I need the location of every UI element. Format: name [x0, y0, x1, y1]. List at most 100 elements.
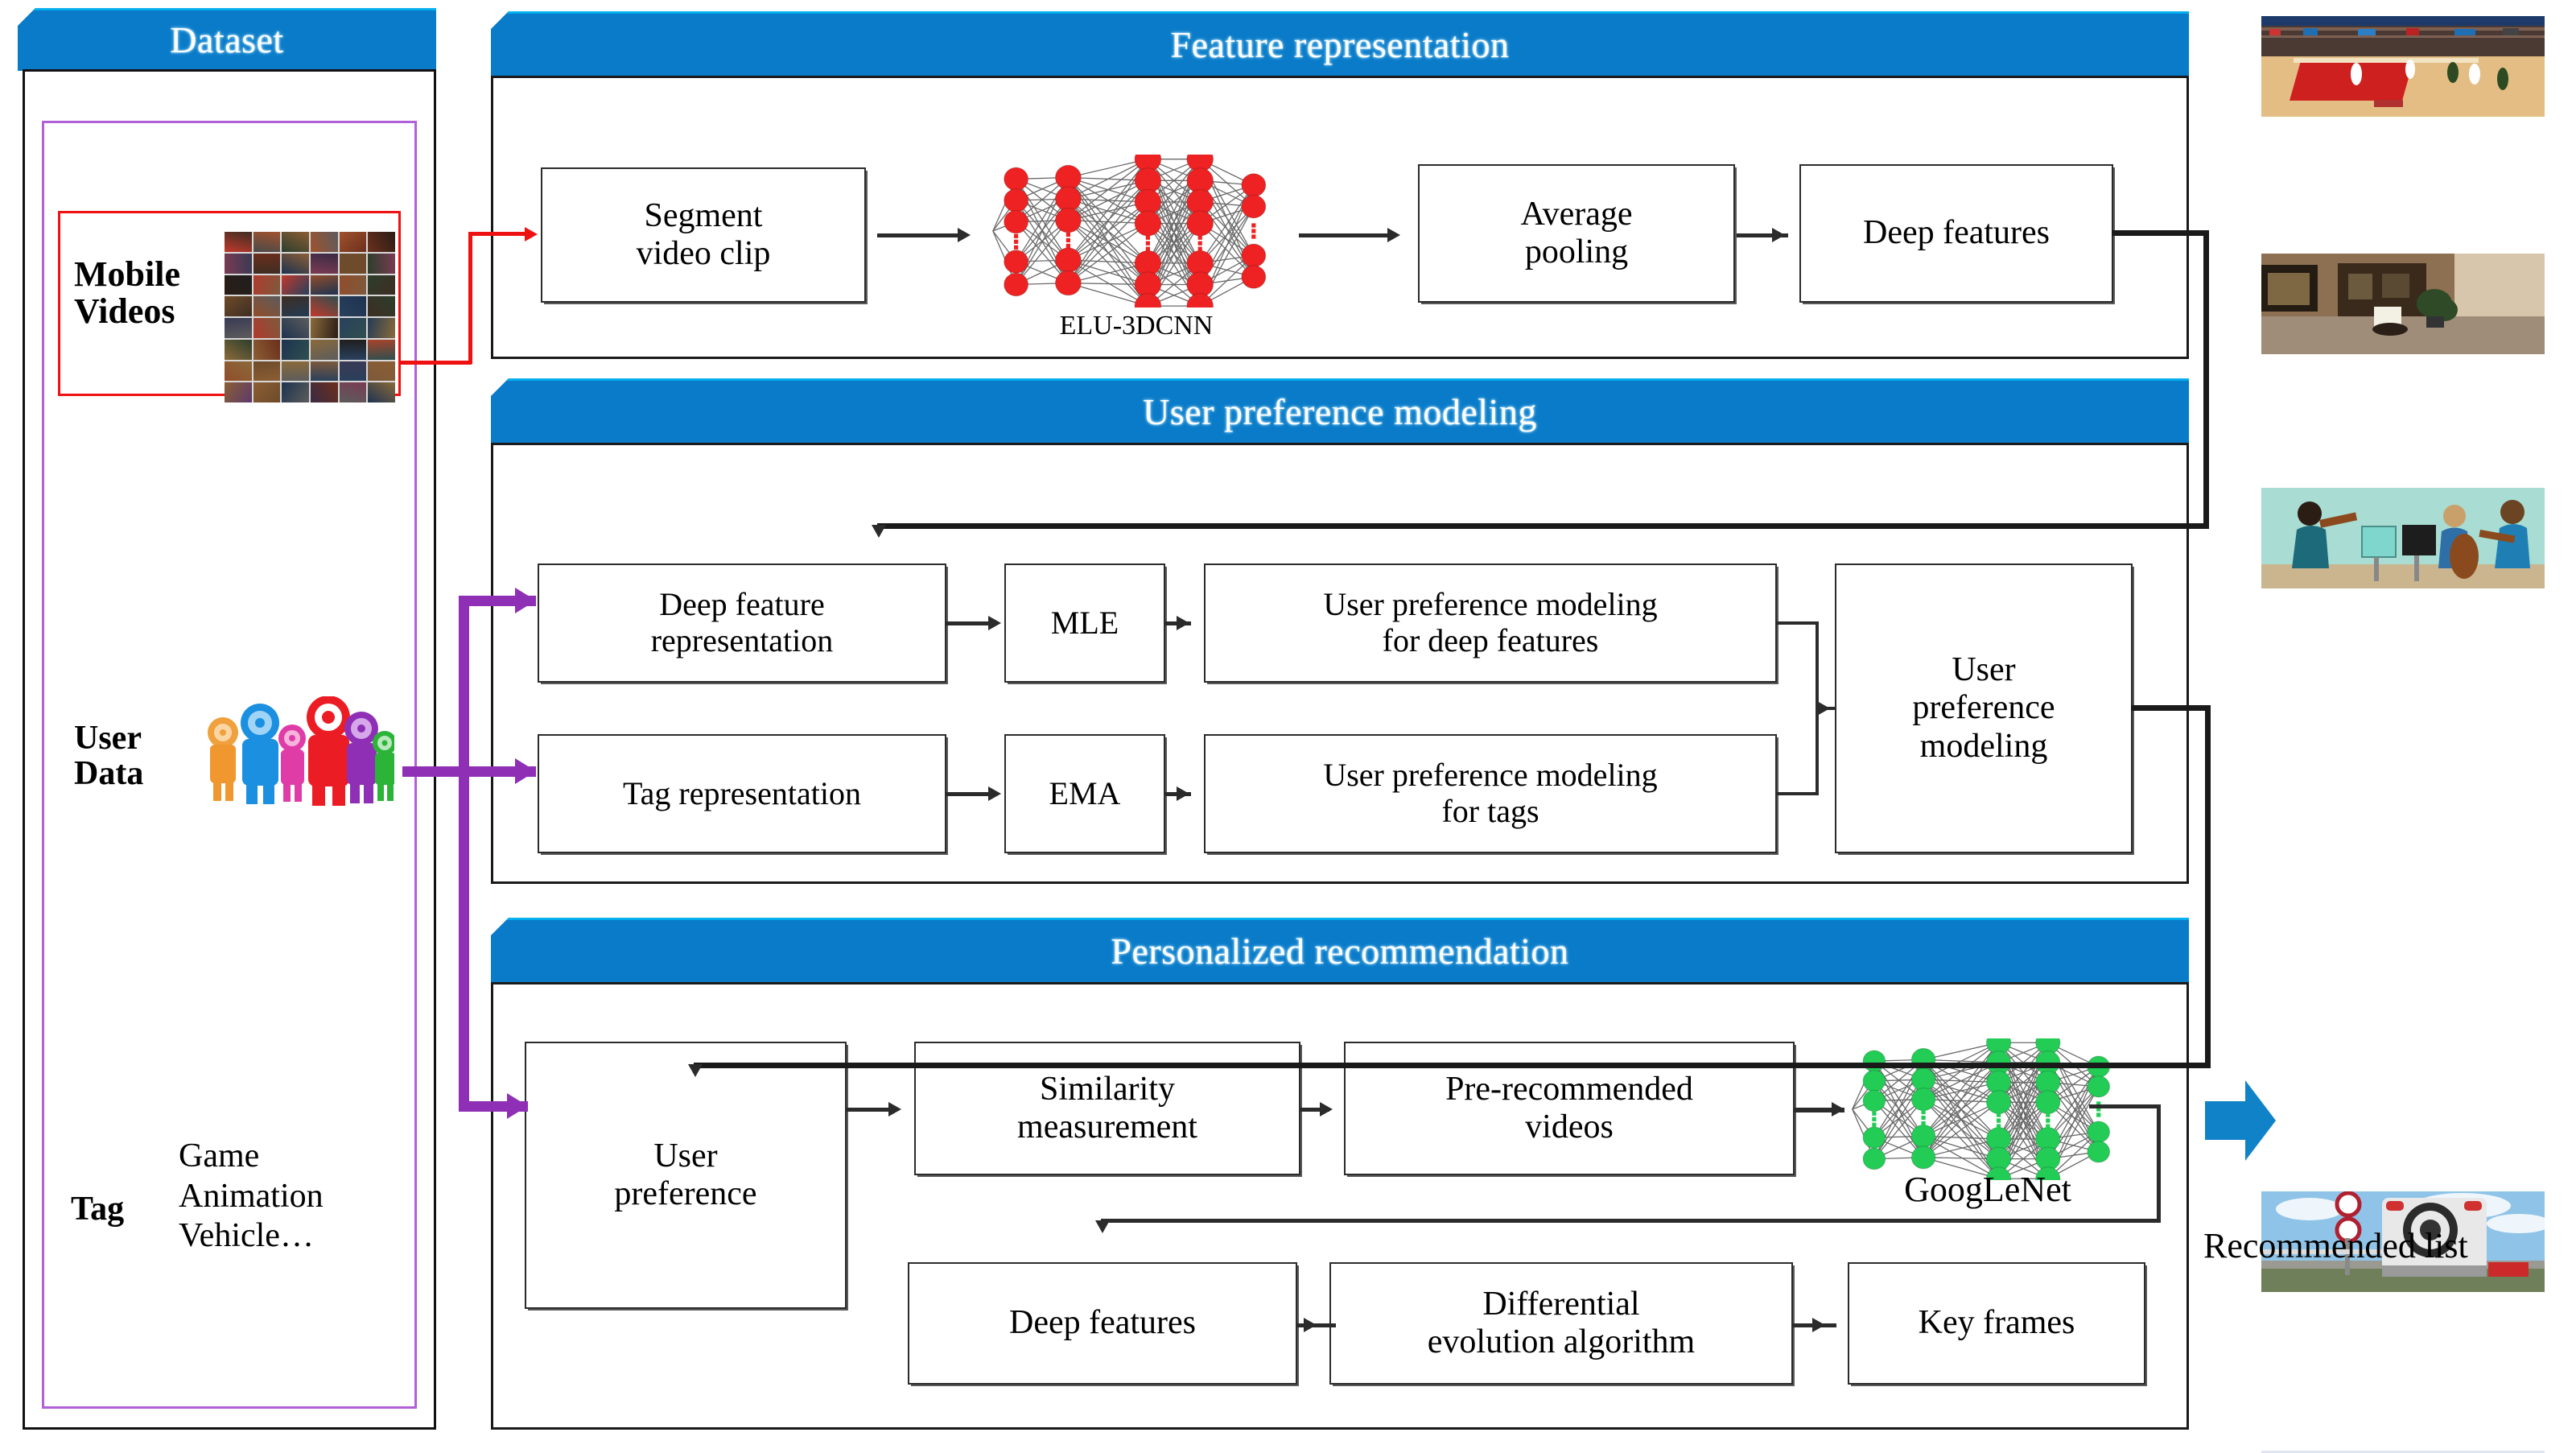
arrow-into-upm-merge [1817, 701, 1830, 716]
connector-segment-to-nn [877, 233, 961, 237]
mosaic-cell [253, 232, 281, 252]
recommended-list-arrow-icon [2205, 1079, 2276, 1162]
arrow-into-upm-tags [1177, 786, 1189, 801]
personalized-recommendation-title: Personalized recommendation [1111, 930, 1569, 972]
box-user-preference-modeling-merge: User preference modeling [1835, 563, 2133, 853]
mosaic-cell [339, 382, 367, 402]
mosaic-cell [311, 318, 338, 338]
arrow-into-deep-feature-representation [872, 525, 886, 538]
mosaic-cell [225, 253, 252, 274]
mosaic-cell [253, 275, 281, 295]
connector-googlenet-right [2089, 1104, 2160, 1108]
arrow-into-user-preference-purple [507, 1093, 528, 1119]
mobile-videos-label-line2: Videos [74, 291, 175, 332]
connector-df2-to-dea [1297, 1323, 1336, 1327]
mosaic-cell [368, 382, 395, 402]
arrow-into-deep-features [1772, 228, 1785, 242]
mosaic-cell [282, 296, 309, 316]
tag-value-0: Game [179, 1137, 260, 1174]
connector-bus1-down [2203, 230, 2209, 528]
box-deep-features-2: Deep features [908, 1262, 1297, 1385]
connector-prerec-to-googlenet [1795, 1108, 1844, 1112]
connector-bus2-down [2205, 705, 2211, 1067]
googlenet-label: GoogLeNet [1843, 1169, 2133, 1210]
mosaic-cell [339, 232, 367, 252]
elu-3dcnn-network [991, 155, 1281, 308]
mosaic-cell [311, 382, 338, 402]
mosaic-cell [339, 275, 367, 295]
mosaic-cell [282, 382, 309, 402]
box-user-preference-modeling-deep: User preference modeling for deep featur… [1204, 563, 1777, 683]
mobile-videos-label: Mobile Videos [74, 254, 219, 332]
dataset-title: Dataset [170, 19, 284, 60]
mosaic-cell [253, 339, 281, 360]
box-upm-tags-line1: for tags [1441, 793, 1539, 829]
box-deep-features: Deep features [1799, 164, 2113, 303]
mosaic-cell [311, 296, 338, 316]
connector-similarity-to-prerec [1300, 1108, 1329, 1112]
box-pre-recommended-videos: Pre-recommended videos [1344, 1042, 1795, 1175]
mosaic-cell [225, 275, 252, 295]
box-deep-feature-representation-line0: Deep feature [659, 586, 825, 623]
mosaic-cell [339, 339, 367, 360]
user-data-label-line2: Data [74, 755, 144, 793]
box-segment-video-clip-line0: Segment [644, 196, 763, 234]
mobile-videos-label-line1: Mobile [74, 254, 180, 294]
connector-googlenet-left [1101, 1219, 2161, 1223]
mosaic-cell [225, 296, 252, 316]
connector-tagrep-to-ema [946, 792, 991, 796]
box-mle: MLE [1004, 563, 1165, 683]
box-similarity-measurement: Similarity measurement [914, 1042, 1300, 1175]
connector-googlenet-down [2157, 1104, 2161, 1222]
connector-bus2-left [694, 1063, 2211, 1068]
mosaic-cell [368, 253, 395, 274]
box-upm-deep-line0: User preference modeling [1323, 586, 1658, 623]
connector-mobilevideos-out [401, 361, 472, 365]
arrow-into-tag-representation-purple [515, 758, 536, 784]
connector-nn-to-avgpool [1299, 233, 1391, 237]
box-similarity-line1: measurement [1017, 1108, 1197, 1145]
feature-representation-banner: Feature representation [491, 11, 2189, 77]
box-ema: EMA [1004, 734, 1165, 853]
mosaic-cell [311, 361, 338, 382]
box-user-preference: User preference [525, 1042, 847, 1309]
tag-value-2: Vehicle… [179, 1217, 314, 1255]
box-segment-video-clip: Segment video clip [541, 167, 866, 303]
mosaic-cell [282, 339, 309, 360]
connector-bus1-left [877, 523, 2209, 529]
mosaic-cell [368, 339, 395, 360]
box-segment-video-clip-line1: video clip [636, 235, 771, 272]
mosaic-cell [368, 318, 395, 338]
box-deep-features-line0: Deep features [1862, 214, 2050, 252]
connector-upmmerge-right [2131, 705, 2210, 711]
mosaic-cell [225, 232, 252, 252]
mosaic-cell [225, 318, 252, 338]
connector-upmdeep-out [1777, 621, 1819, 625]
mosaic-cell [253, 382, 281, 402]
elu-3dcnn-label: ELU-3DCNN [991, 311, 1281, 341]
box-average-pooling-line0: Average [1520, 195, 1633, 233]
recommended-list-caption: Recommended list [2203, 1225, 2574, 1266]
mosaic-cell [311, 253, 338, 274]
user-preference-modeling-title: User preference modeling [1143, 390, 1537, 432]
arrow-into-deep-features-2 [1095, 1220, 1110, 1233]
mosaic-cell [311, 339, 338, 360]
box-prerec-line1: videos [1525, 1108, 1614, 1145]
box-dea-line1: evolution algorithm [1427, 1323, 1696, 1360]
arrow-into-average-pooling [1387, 228, 1400, 242]
box-user-preference-modeling-tags: User preference modeling for tags [1204, 734, 1777, 853]
arrow-into-googlenet [1832, 1102, 1844, 1117]
thumb-quartet [2261, 488, 2545, 588]
user-data-people-icon [197, 696, 394, 809]
mosaic-cell [282, 318, 309, 338]
arrow-into-segment-video-clip [525, 227, 538, 241]
box-mle-line0: MLE [1050, 604, 1119, 641]
thumb-tram [2261, 1191, 2545, 1292]
tag-values: Game Animation Vehicle… [179, 1137, 404, 1257]
recommended-list-caption-text: Recommended list [2203, 1226, 2468, 1265]
arrow-into-elu-3dcnn [958, 228, 971, 242]
connector-userpref-to-similarity [847, 1108, 893, 1112]
box-differential-evolution-algorithm: Differential evolution algorithm [1329, 1262, 1793, 1385]
box-average-pooling-line1: pooling [1524, 233, 1629, 270]
connector-mobilevideos-right [468, 232, 526, 236]
